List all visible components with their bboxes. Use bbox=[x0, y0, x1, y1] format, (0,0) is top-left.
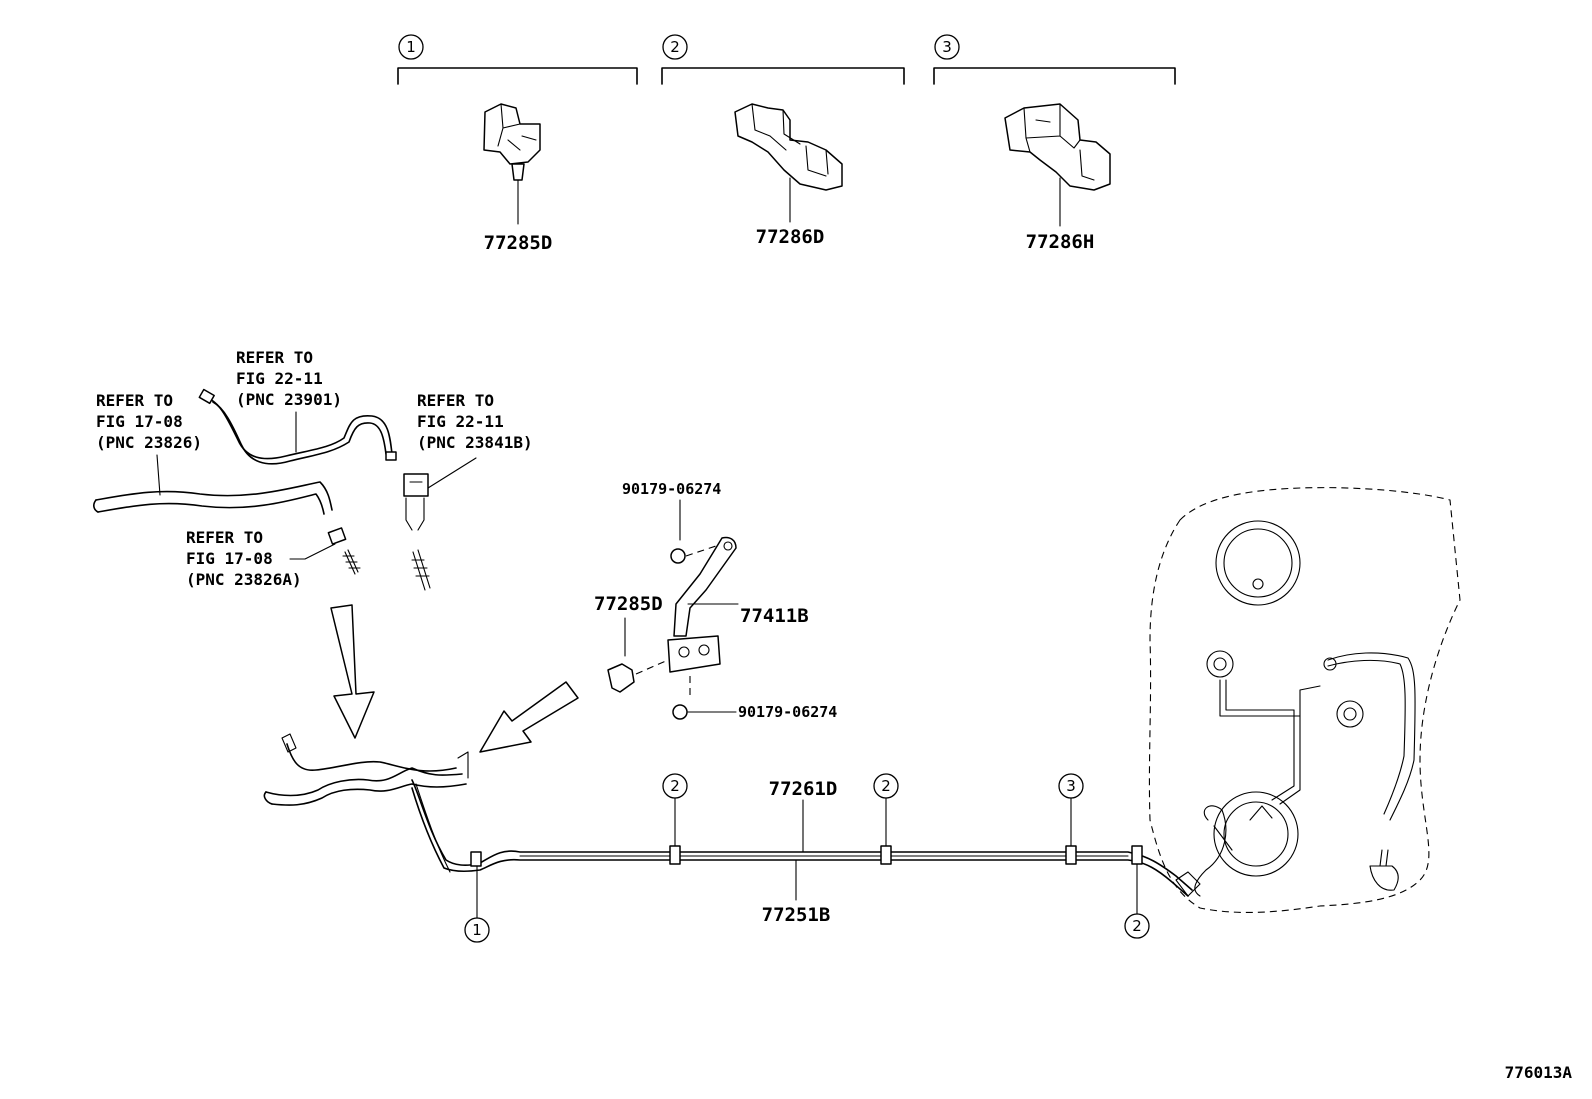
marker-label: 1 bbox=[472, 921, 482, 939]
marker-label: 1 bbox=[406, 38, 416, 56]
fuel-tube-assembly bbox=[263, 733, 1193, 897]
ref-line: FIG 22-11 bbox=[236, 369, 323, 388]
part-number: 77285D bbox=[484, 232, 553, 254]
group-bracket bbox=[397, 67, 638, 85]
bolt-icon bbox=[672, 704, 688, 720]
marker-circle bbox=[398, 34, 424, 60]
bolt-bottom-label: 90179-06274 bbox=[738, 703, 837, 721]
legend-group-2: 2 77286D bbox=[661, 34, 905, 248]
ref-line: REFER TO bbox=[186, 528, 263, 547]
bolt-icon bbox=[670, 548, 686, 564]
arrow-down-icon bbox=[330, 604, 375, 739]
ref-line: REFER TO bbox=[417, 391, 494, 410]
ref-line: REFER TO bbox=[236, 348, 313, 367]
ref-line: FIG 22-11 bbox=[417, 412, 504, 431]
clip-marker-3 bbox=[1065, 845, 1077, 865]
clip-marker-2 bbox=[880, 845, 892, 865]
part-number: 77286D bbox=[756, 226, 825, 248]
clip-marker-2 bbox=[669, 845, 681, 865]
marker-circle bbox=[934, 34, 960, 60]
clip-marker-1 bbox=[470, 851, 482, 867]
legend-group-3: 3 77286H bbox=[933, 34, 1176, 253]
leader-line bbox=[156, 454, 161, 496]
marker-label: 3 bbox=[942, 38, 952, 56]
marker-label: 2 bbox=[670, 777, 680, 795]
ref-line: FIG 17-08 bbox=[186, 549, 273, 568]
legend-group-1: 1 77285D bbox=[397, 34, 638, 254]
tube-lower-label: 77251B bbox=[762, 904, 831, 926]
arrow-diagonal-icon bbox=[479, 681, 579, 753]
leader-line bbox=[289, 543, 336, 560]
fuel-tank-drawing bbox=[1148, 487, 1461, 914]
clamp-icon bbox=[607, 663, 635, 693]
bolt-top-label: 90179-06274 bbox=[622, 480, 721, 498]
clip-77286h-icon bbox=[1004, 103, 1111, 191]
clip-77285d-icon bbox=[483, 103, 541, 181]
tube-callouts: 77261D 77251B 1 2 2 3 2 bbox=[464, 773, 1150, 943]
bracket-label: 77411B bbox=[740, 605, 809, 627]
reference-pnc-23826: REFER TO FIG 17-08 (PNC 23826) bbox=[96, 391, 202, 496]
ref-line: (PNC 23826) bbox=[96, 433, 202, 452]
marker-label: 3 bbox=[1066, 777, 1076, 795]
group-bracket bbox=[661, 67, 905, 85]
clamp-label: 77285D bbox=[594, 593, 663, 615]
reference-pnc-23841b: REFER TO FIG 22-11 (PNC 23841B) bbox=[417, 391, 533, 489]
ref-line: (PNC 23826A) bbox=[186, 570, 302, 589]
reference-pnc-23826a: REFER TO FIG 17-08 (PNC 23826A) bbox=[186, 528, 336, 589]
bracket-assembly: 90179-06274 77411B 77285D 90179-06274 bbox=[594, 480, 837, 721]
clip-77286d-icon bbox=[734, 103, 843, 191]
hose-assembly-drawing bbox=[93, 388, 431, 591]
figure-id: 776013A bbox=[1505, 1063, 1573, 1082]
marker-label: 2 bbox=[670, 38, 680, 56]
marker-circle bbox=[662, 34, 688, 60]
ref-line: REFER TO bbox=[96, 391, 173, 410]
leader-line bbox=[427, 457, 477, 489]
ref-line: FIG 17-08 bbox=[96, 412, 183, 431]
group-bracket bbox=[933, 67, 1176, 85]
reference-pnc-23901: REFER TO FIG 22-11 (PNC 23901) bbox=[236, 348, 342, 453]
marker-label: 2 bbox=[881, 777, 891, 795]
ref-line: (PNC 23901) bbox=[236, 390, 342, 409]
marker-label: 2 bbox=[1132, 917, 1142, 935]
bracket-icon bbox=[673, 536, 737, 637]
ref-line: (PNC 23841B) bbox=[417, 433, 533, 452]
tube-upper-label: 77261D bbox=[769, 778, 838, 800]
clip-marker-2 bbox=[1131, 845, 1143, 865]
part-number: 77286H bbox=[1026, 231, 1095, 253]
